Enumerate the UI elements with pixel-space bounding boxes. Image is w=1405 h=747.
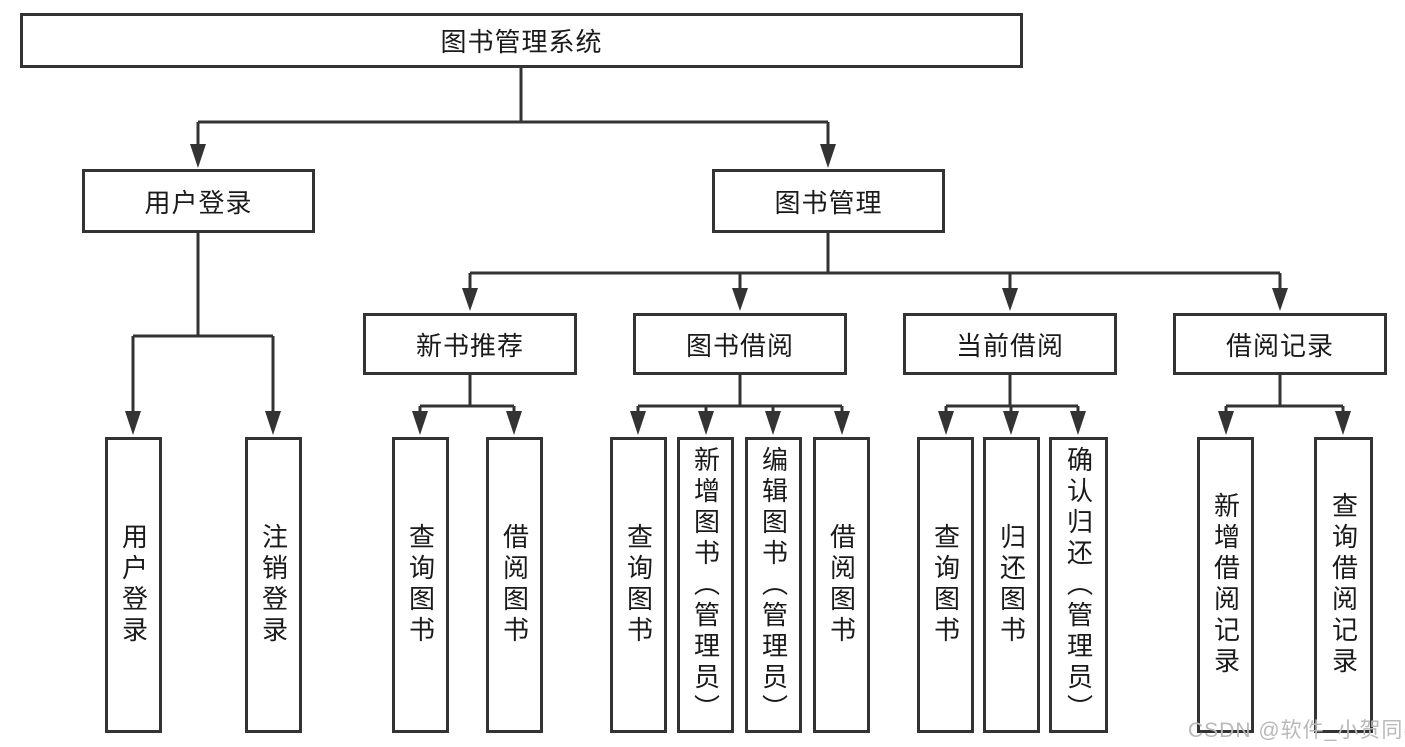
node-current-borrow-label: 当前借阅 <box>955 330 1064 361</box>
leaf-edit-books-admin: 编辑图书（管理员） <box>745 437 802 733</box>
arrowheads-user-login-fork <box>125 411 281 435</box>
leaf-query-borrow-record-label: 查询借阅记录 <box>1328 492 1359 678</box>
connector-borrow-records-fork <box>1224 375 1345 414</box>
leaf-add-books-admin: 新增图书（管理员） <box>677 437 734 733</box>
leaf-add-borrow-record-label: 新增借阅记录 <box>1210 492 1241 678</box>
leaf-query-books-current-label: 查询图书 <box>930 523 961 647</box>
arrowheads-root-fork <box>190 144 836 168</box>
arrowheads-current-borrow-fork <box>938 411 1086 435</box>
leaf-user-login: 用户登录 <box>105 437 162 733</box>
node-new-book-rec: 新书推荐 <box>363 313 577 375</box>
leaf-borrow-books-rec: 借阅图书 <box>486 437 543 733</box>
node-user-login-label: 用户登录 <box>144 187 253 218</box>
node-root: 图书管理系统 <box>20 13 1023 68</box>
arrowheads-book-mgmt-fork <box>462 288 1288 311</box>
connector-new-book-fork <box>418 375 516 414</box>
node-borrow-records: 借阅记录 <box>1173 313 1387 375</box>
connector-book-mgmt-fork <box>468 233 1282 292</box>
leaf-edit-books-admin-label: 编辑图书（管理员） <box>758 445 789 725</box>
node-book-mgmt-label: 图书管理 <box>774 187 883 218</box>
node-book-borrow-label: 图书借阅 <box>685 330 794 361</box>
leaf-borrow-books-label: 借阅图书 <box>826 523 857 647</box>
leaf-add-borrow-record: 新增借阅记录 <box>1197 437 1254 733</box>
leaf-query-books-rec: 查询图书 <box>392 437 449 733</box>
leaf-query-borrow-record: 查询借阅记录 <box>1314 437 1373 733</box>
arrowheads-new-book-fork <box>412 411 522 435</box>
leaf-borrow-books-rec-label: 借阅图书 <box>499 523 530 647</box>
leaf-confirm-return-admin: 确认归还（管理员） <box>1049 437 1108 733</box>
leaf-logout: 注销登录 <box>245 437 302 733</box>
leaf-query-books-borrow-label: 查询图书 <box>623 523 654 647</box>
leaf-return-books: 归还图书 <box>983 437 1040 733</box>
node-book-borrow: 图书借阅 <box>633 313 847 375</box>
arrowheads-borrow-records-fork <box>1218 411 1351 435</box>
leaf-borrow-books: 借阅图书 <box>813 437 870 733</box>
connector-user-login-fork <box>131 233 275 414</box>
csdn-watermark: CSDN @软件_小贺同学 <box>1188 719 1405 742</box>
leaf-query-books-borrow: 查询图书 <box>610 437 667 733</box>
leaf-logout-label: 注销登录 <box>258 523 289 647</box>
leaf-return-books-label: 归还图书 <box>996 523 1027 647</box>
node-new-book-rec-label: 新书推荐 <box>415 330 524 361</box>
connector-root-fork <box>196 68 830 148</box>
node-book-mgmt: 图书管理 <box>712 169 945 233</box>
node-user-login: 用户登录 <box>82 169 315 233</box>
leaf-add-books-admin-label: 新增图书（管理员） <box>690 445 721 725</box>
node-root-label: 图书管理系统 <box>440 27 603 57</box>
node-current-borrow: 当前借阅 <box>903 313 1117 375</box>
leaf-query-books-current: 查询图书 <box>917 437 974 733</box>
connector-current-borrow-fork <box>944 375 1080 414</box>
leaf-confirm-return-admin-label: 确认归还（管理员） <box>1063 445 1094 725</box>
leaf-user-login-label: 用户登录 <box>118 523 149 647</box>
node-borrow-records-label: 借阅记录 <box>1225 330 1334 361</box>
leaf-query-books-rec-label: 查询图书 <box>405 523 436 647</box>
arrowheads-book-borrow-fork <box>630 411 850 435</box>
connector-book-borrow-fork <box>636 375 844 414</box>
